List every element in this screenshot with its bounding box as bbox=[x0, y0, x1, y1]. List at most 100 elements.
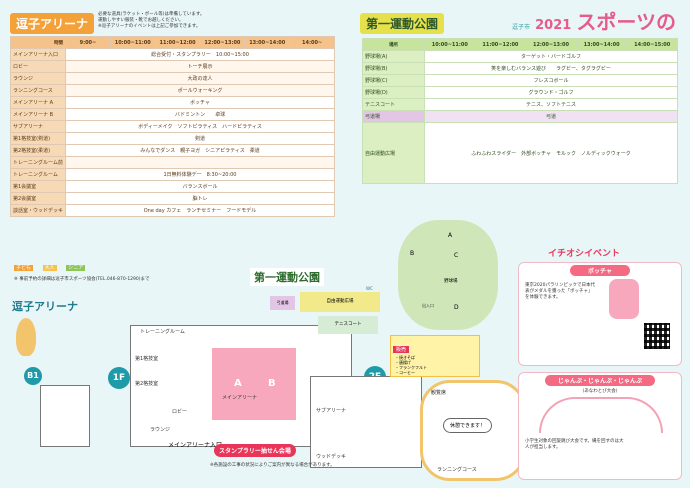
table-row: 野球場(B)笑を楽しむバランス遊び ラグビー、タグラグビー bbox=[362, 62, 678, 75]
right-title: 第一運動公園 bbox=[360, 13, 445, 34]
table-row: 弓道場弓道 bbox=[362, 110, 678, 123]
table-row: ラウンジ大政の達人 bbox=[10, 72, 335, 85]
legend-adult: 大人 bbox=[42, 265, 57, 271]
jump-card: じゃんぷ・じゃんぷ・じゃんぷ (あなわとび大会) 小学生対象の回旋跳び大会です。… bbox=[518, 372, 682, 480]
free-area: 自由運動広場 bbox=[300, 292, 380, 312]
main-arena-area: A B メインアリーナ bbox=[212, 348, 296, 420]
note-1: 必要な道具(ラケット・ボール等)は準備しています。 bbox=[98, 12, 205, 17]
festival-year: 2021 bbox=[535, 18, 572, 33]
field-baseball: 野球場 bbox=[444, 279, 458, 284]
event-section-title: イチオシイベント bbox=[548, 249, 621, 259]
b1-floor-map bbox=[40, 385, 90, 447]
table-row: 第2会議室脳トレ bbox=[10, 192, 335, 205]
list-item: ・フランクフルト bbox=[395, 365, 427, 370]
festival-city: 逗子市 bbox=[512, 24, 531, 31]
note-3: ※逗子アリーナのイベントは上記ご参加できます。 bbox=[98, 24, 201, 29]
table-row: ランニングコースポールウォーキング bbox=[10, 84, 335, 97]
bottom-note: ※各施設の工事の状況によりご案内が異なる場合があります。 bbox=[210, 463, 335, 468]
place-label: 場所 bbox=[362, 38, 425, 51]
table-row: 第2格技室(柔道)みんなでダンス 親子ヨガ シニアピラティス 柔道 bbox=[10, 144, 335, 157]
tennis-area: テニスコート bbox=[318, 316, 378, 334]
room-kaku1: 第1格技室 bbox=[135, 356, 159, 362]
jump-title: じゃんぷ・じゃんぷ・じゃんぷ bbox=[545, 375, 655, 386]
jump-text: 小学生対象の回旋跳び大会です。縄を回すのは大人が担当します。 bbox=[525, 439, 624, 450]
rest-bubble: 休憩できます！ bbox=[443, 418, 493, 433]
room-lobby: ロビー bbox=[172, 409, 188, 415]
stamp-rally-label: スタンプラリー抽せん会場 bbox=[214, 444, 296, 457]
list-item: ・焼きそば bbox=[395, 355, 415, 360]
bocchia-illustration-icon bbox=[609, 279, 639, 319]
sales-box: 販売 ・焼きそば ・唐揚げ ・フランクフルト ・コーヒー bbox=[390, 335, 480, 377]
park-time-5: 14:00~15:00 bbox=[626, 38, 678, 51]
park-time-3: 12:00~13:00 bbox=[525, 38, 577, 51]
table-row: テニスコートテニス、ソフトテニス bbox=[362, 98, 678, 111]
list-item: ・唐揚げ bbox=[395, 360, 411, 365]
park-time-1: 10:00~11:00 bbox=[424, 38, 476, 51]
archery-area: 弓道場 bbox=[270, 296, 295, 310]
field-c: C bbox=[454, 252, 459, 259]
room-wood-deck: ウッドデッキ bbox=[316, 454, 347, 460]
sales-list: ・焼きそば ・唐揚げ ・フランクフルト ・コーヒー bbox=[391, 355, 479, 375]
time-2: 10:00~11:00 bbox=[109, 36, 156, 49]
park-time-4: 13:00~14:00 bbox=[575, 38, 628, 51]
table-row: メインアリーナ入口総合受付・スタンプラリー 10:00~15:00 bbox=[10, 48, 335, 61]
park-schedule-header: 場所 10:00~11:00 11:00~12:00 12:00~13:00 1… bbox=[362, 38, 678, 51]
jump-rope-illustration-icon bbox=[539, 397, 663, 433]
room-kaku2: 第2格技室 bbox=[135, 381, 159, 387]
time-4: 12:00~13:00 bbox=[199, 36, 246, 49]
table-row: 第1格技室(剣道)剣道 bbox=[10, 132, 335, 145]
jump-sub: (あなわとび大会) bbox=[582, 389, 618, 394]
table-row: サブアリーナボディーメイク ソフトピラティス ハードピラティス bbox=[10, 120, 335, 133]
room-running: ランニングコース bbox=[437, 467, 477, 473]
table-row: ロビートーチ展示 bbox=[10, 60, 335, 73]
footnote: ※ 事前予約の詳細は逗子市スポーツ協会(TEL.046-870-1290)まで bbox=[14, 277, 150, 282]
running-course: 休憩できます！ 観覧席 ランニングコース bbox=[420, 380, 526, 481]
field-a: A bbox=[448, 232, 453, 239]
list-item: ・コーヒー bbox=[395, 370, 415, 375]
time-3: 11:00~12:00 bbox=[154, 36, 201, 49]
time-6: 14:00~ bbox=[289, 36, 335, 49]
floor-1f: 1F bbox=[108, 367, 130, 389]
arena-entrance-label: メインアリーナ入口 bbox=[168, 442, 223, 449]
field-b: B bbox=[410, 250, 415, 257]
room-main-arena: メインアリーナ bbox=[222, 395, 258, 401]
table-row: トレーニングルーム前 bbox=[10, 156, 335, 169]
time-1: 9:00~ bbox=[65, 36, 111, 49]
map2-label: 逗子アリーナ bbox=[12, 300, 78, 313]
wc-label: WC bbox=[366, 286, 373, 291]
table-row: 自由運動広場ふわふわスライダー 外部ボッチャ モルック ノルディックウォーク bbox=[362, 122, 678, 184]
bocchia-card: ボッチャ 東京2020パラリンピックで日本代表がメダルを獲った「ボッチャ」を体験… bbox=[518, 262, 682, 366]
floor-b1: B1 bbox=[24, 367, 42, 385]
arena-schedule-table: 時間 9:00~ 10:00~11:00 11:00~12:00 12:00~1… bbox=[10, 36, 335, 217]
qr-code-icon[interactable] bbox=[644, 323, 670, 349]
park-field-map: A B C D 野球場 bbox=[398, 220, 498, 330]
park-schedule-table: 場所 10:00~11:00 11:00~12:00 12:00~13:00 1… bbox=[362, 38, 678, 184]
left-title: 逗子アリーナ bbox=[10, 13, 95, 34]
left-notes: 必要な道具(ラケット・ボール等)は準備しています。 運動しやすい服装・靴でお越し… bbox=[98, 12, 318, 30]
room-seats: 観覧席 bbox=[431, 390, 447, 396]
map1-label: 第一運動公園 bbox=[250, 268, 324, 286]
room-training: トレーニングルーム bbox=[140, 329, 185, 335]
table-row: 野球場(D)グラウンド・ゴルフ bbox=[362, 86, 678, 99]
park-gate: 出入口 bbox=[422, 303, 434, 308]
time-5: 13:00~14:00 bbox=[244, 36, 291, 49]
mascot-icon bbox=[16, 318, 36, 356]
table-row: 第1会議室バランスボール bbox=[10, 180, 335, 193]
legend-child: 子ども bbox=[14, 265, 34, 271]
table-row: 野球場(C)フレスコボール bbox=[362, 74, 678, 87]
bocchia-title: ボッチャ bbox=[570, 265, 630, 276]
field-d: D bbox=[454, 304, 459, 311]
time-label: 時間 bbox=[10, 36, 66, 49]
note-2: 運動しやすい服装・靴でお越しください。 bbox=[98, 18, 184, 23]
legend-senior: シニア bbox=[66, 265, 86, 271]
2f-floor-map: サブアリーナ ウッドデッキ bbox=[310, 376, 422, 468]
bocchia-text: 東京2020パラリンピックで日本代表がメダルを獲った「ボッチャ」を体験できます。 bbox=[525, 283, 595, 300]
sales-title: 販売 bbox=[393, 346, 410, 353]
arena-schedule-header: 時間 9:00~ 10:00~11:00 11:00~12:00 12:00~1… bbox=[10, 36, 335, 49]
room-lounge: ラウンジ bbox=[150, 427, 171, 433]
legend: 子ども 大人 シニア bbox=[14, 264, 86, 271]
